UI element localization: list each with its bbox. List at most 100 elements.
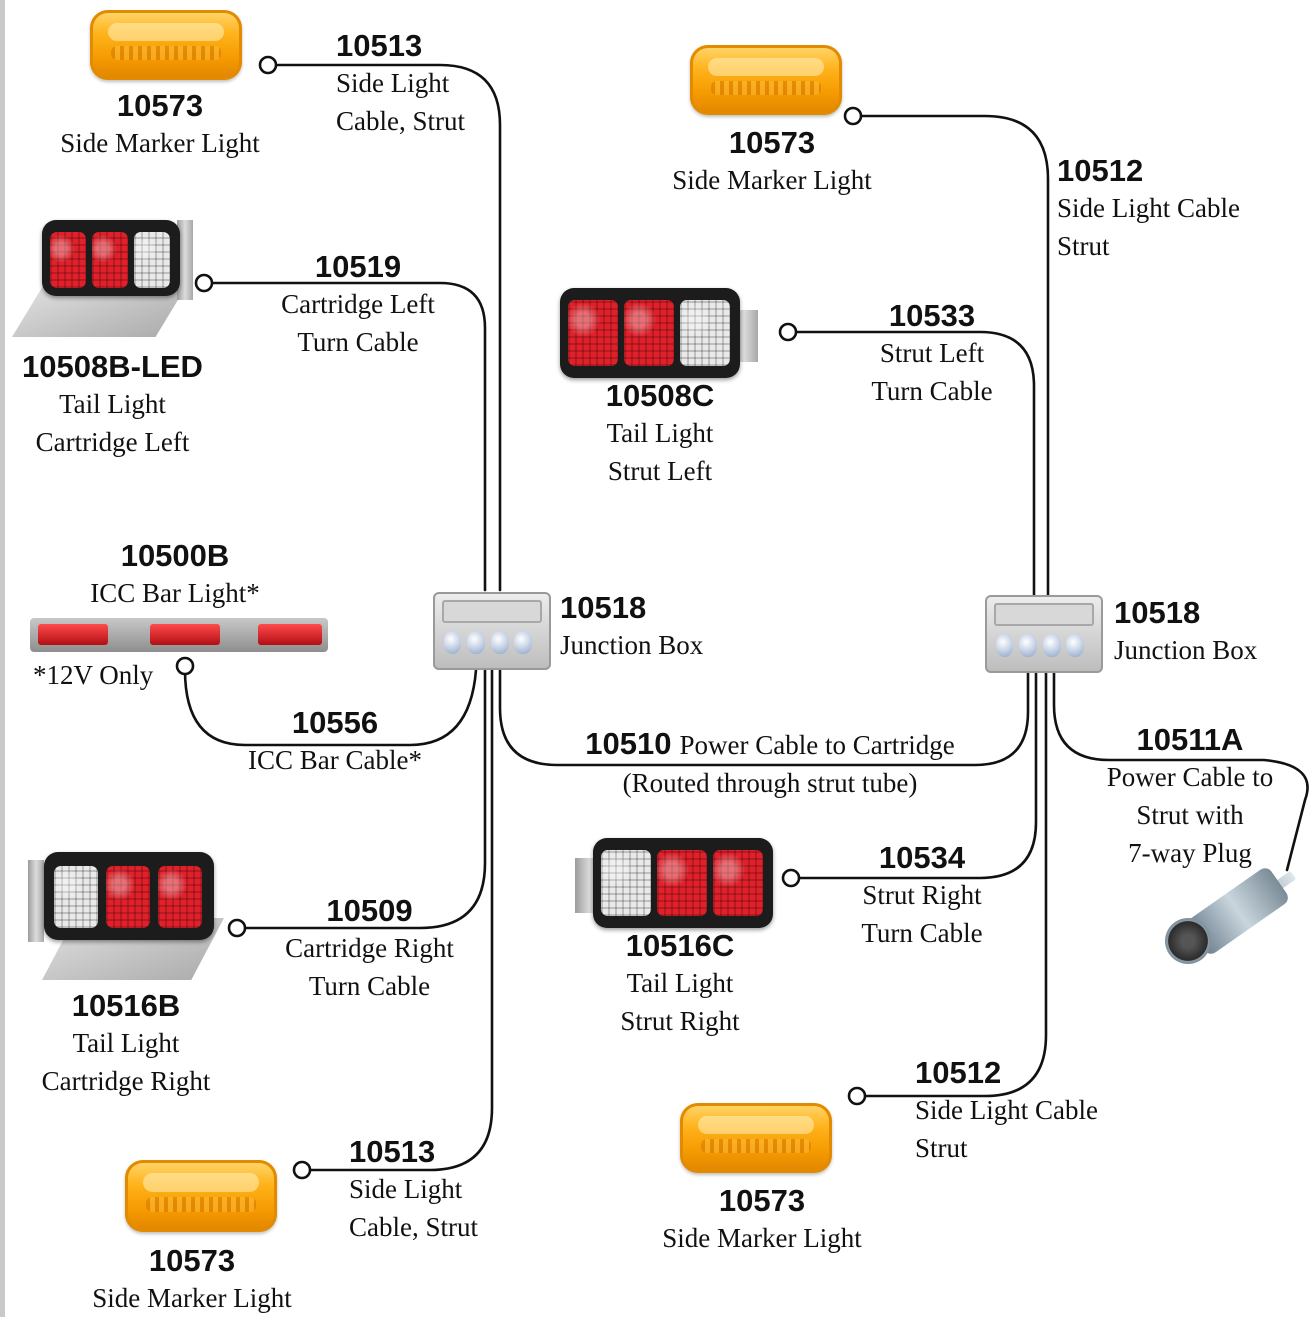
part-description: Strut with bbox=[1136, 800, 1244, 830]
part-number: 10519 bbox=[314, 249, 402, 284]
part-description: Tail Light bbox=[606, 418, 714, 448]
part-number: 10573 bbox=[718, 1183, 806, 1218]
connector-left-tail-left bbox=[194, 273, 214, 293]
left-icc-cable-label: 10556 ICC Bar Cable* bbox=[225, 705, 445, 779]
page-edge-bar bbox=[0, 0, 5, 1317]
part-number: 10573 bbox=[728, 125, 816, 160]
wire-left-bottom-marker bbox=[308, 668, 494, 1172]
part-description: Tail Light bbox=[59, 389, 166, 419]
connector-right-tail-left bbox=[778, 322, 798, 342]
right-power-plug-label: 10511A Power Cable to Strut with 7-way P… bbox=[1090, 722, 1290, 872]
part-description: Strut Left bbox=[607, 456, 713, 486]
part-number: 10533 bbox=[888, 298, 976, 333]
part-description: Side Marker Light bbox=[60, 128, 260, 158]
tail-light-strut-left-icon bbox=[560, 288, 760, 380]
part-number: 10518 bbox=[1114, 595, 1201, 630]
left-tail-right-cable-label: 10509 Cartridge Right Turn Cable bbox=[262, 893, 477, 1005]
connector-right-tail-right bbox=[781, 868, 801, 888]
part-description: Strut Right bbox=[862, 880, 982, 910]
part-description: Side Marker Light bbox=[662, 1223, 862, 1253]
part-description: Junction Box bbox=[1114, 635, 1258, 665]
part-description: Turn Cable bbox=[861, 918, 983, 948]
left-tail-left-label: 10508B-LED Tail Light Cartridge Left bbox=[10, 349, 215, 461]
part-description: Strut Left bbox=[879, 338, 985, 368]
right-tail-right-label: 10516C Tail Light Strut Right bbox=[590, 928, 770, 1040]
part-description: Power Cable to Cartridge bbox=[679, 730, 955, 760]
part-description: Strut bbox=[915, 1133, 968, 1163]
part-number: 10512 bbox=[1057, 153, 1144, 188]
part-number: 10573 bbox=[116, 88, 204, 123]
right-tail-left-label: 10508C Tail Light Strut Left bbox=[570, 378, 750, 490]
right-bottom-marker-label: 10573 Side Marker Light bbox=[632, 1183, 892, 1257]
right-junction-label: 10518 Junction Box bbox=[1114, 595, 1257, 669]
wire-power-cable bbox=[498, 668, 1030, 767]
wire-right-bottom-marker bbox=[864, 670, 1048, 1098]
part-description: Side Light bbox=[349, 1174, 463, 1204]
icc-bar-light-icon bbox=[30, 618, 328, 652]
tail-light-cartridge-left-icon bbox=[12, 215, 194, 345]
side-marker-light-icon bbox=[125, 1160, 277, 1232]
wire-right-tail-left bbox=[795, 330, 1036, 598]
part-description: Side Light Cable bbox=[915, 1095, 1098, 1125]
left-tail-right-label: 10516B Tail Light Cartridge Right bbox=[15, 988, 237, 1100]
part-description: Turn Cable bbox=[308, 971, 431, 1001]
part-number: 10516C bbox=[625, 928, 735, 963]
part-number: 10534 bbox=[878, 840, 966, 875]
wire-right-tail-right bbox=[798, 670, 1038, 880]
right-top-cable-label: 10512 Side Light Cable Strut bbox=[1057, 153, 1240, 265]
wire-right-top-marker bbox=[860, 114, 1050, 598]
part-description: Turn Cable bbox=[871, 376, 993, 406]
left-icc-bar-label: 10500B ICC Bar Light* bbox=[40, 538, 310, 612]
part-description: ICC Bar Light* bbox=[90, 578, 260, 608]
right-tail-right-cable-label: 10534 Strut Right Turn Cable bbox=[832, 840, 1012, 952]
connector-left-icc bbox=[175, 656, 195, 676]
connector-left-bottom-marker bbox=[292, 1160, 312, 1180]
right-tail-left-cable-label: 10533 Strut Left Turn Cable bbox=[842, 298, 1022, 410]
part-description: Side Marker Light bbox=[672, 165, 872, 195]
connector-left-tail-right bbox=[227, 918, 247, 938]
left-top-cable-label: 10513 Side Light Cable, Strut bbox=[336, 28, 465, 140]
part-number: 10513 bbox=[349, 1134, 436, 1169]
wire-right-power-plug bbox=[1052, 670, 1309, 872]
tail-light-cartridge-right-icon bbox=[22, 840, 227, 988]
left-icc-note: *12V Only bbox=[33, 656, 153, 694]
part-description: Strut Right bbox=[620, 1006, 740, 1036]
part-description: Cartridge Left bbox=[35, 427, 190, 457]
part-note: *12V Only bbox=[33, 660, 154, 690]
left-bottom-marker-label: 10573 Side Marker Light bbox=[62, 1243, 322, 1317]
part-number: 10513 bbox=[336, 28, 423, 63]
part-number: 10508B-LED bbox=[22, 349, 203, 384]
part-number: 10516B bbox=[71, 988, 181, 1023]
connector-right-top-marker bbox=[843, 106, 863, 126]
part-description: ICC Bar Cable* bbox=[248, 745, 422, 775]
wire-left-icc bbox=[183, 668, 478, 747]
junction-box-icon bbox=[433, 592, 551, 670]
part-number: 10508C bbox=[605, 378, 715, 413]
part-description: Junction Box bbox=[560, 630, 704, 660]
left-junction-label: 10518 Junction Box bbox=[560, 590, 703, 664]
right-top-marker-label: 10573 Side Marker Light bbox=[642, 125, 902, 199]
part-description: Tail Light bbox=[626, 968, 734, 998]
part-description: Cartridge Right bbox=[285, 933, 454, 963]
wire-left-tail-left bbox=[210, 281, 487, 592]
part-number: 10510 bbox=[585, 726, 672, 761]
part-description: Strut bbox=[1057, 231, 1110, 261]
right-bottom-cable-label: 10512 Side Light Cable Strut bbox=[915, 1055, 1098, 1167]
part-number: 10518 bbox=[560, 590, 647, 625]
part-description: Side Marker Light bbox=[92, 1283, 292, 1313]
left-bottom-cable-label: 10513 Side Light Cable, Strut bbox=[349, 1134, 478, 1246]
left-top-marker-label: 10573 Side Marker Light bbox=[30, 88, 290, 162]
wire-left-top-marker bbox=[276, 63, 502, 592]
connector-left-top-marker bbox=[258, 55, 278, 75]
part-number: 10573 bbox=[148, 1243, 236, 1278]
part-description: (Routed through strut tube) bbox=[622, 768, 918, 798]
side-marker-light-icon bbox=[690, 45, 842, 115]
part-number: 10512 bbox=[915, 1055, 1002, 1090]
part-description: Tail Light bbox=[72, 1028, 180, 1058]
part-description: Cable, Strut bbox=[336, 106, 465, 136]
tail-light-strut-right-icon bbox=[575, 838, 775, 930]
part-description: 7-way Plug bbox=[1128, 838, 1252, 868]
part-description: Side Light Cable bbox=[1057, 193, 1240, 223]
